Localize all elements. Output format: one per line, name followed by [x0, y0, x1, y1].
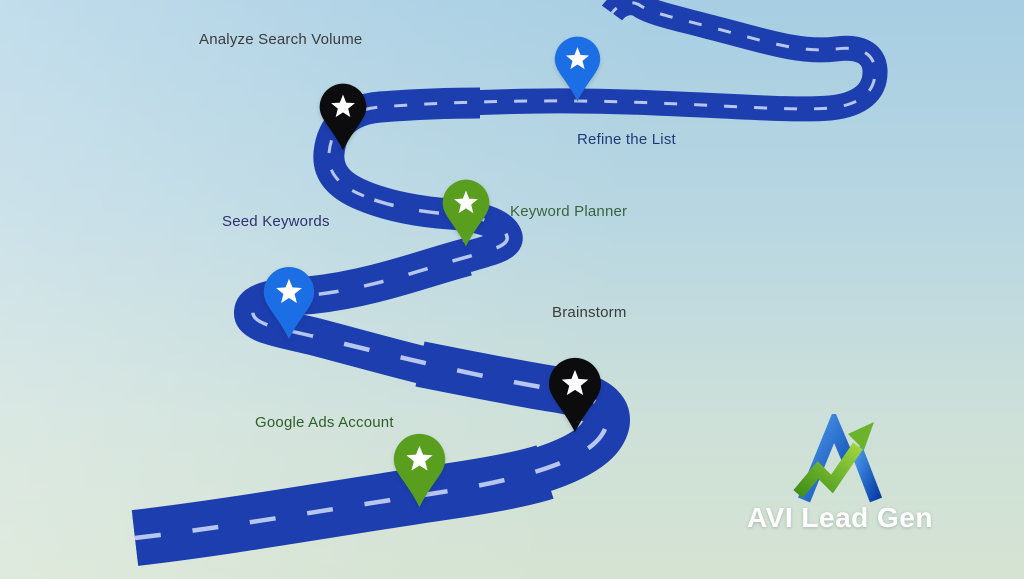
avi-lead-gen-logo-icon [793, 414, 883, 503]
step-label-brainstorm: Brainstorm [552, 304, 627, 321]
logo: AVI Lead Gen [740, 412, 940, 537]
pin-brainstorm [547, 356, 603, 434]
star-icon [554, 36, 601, 102]
step-label-google-ads-account: Google Ads Account [255, 414, 394, 431]
step-label-analyze-search-volume: Analyze Search Volume [199, 31, 363, 48]
pin-analyze-search-volume [318, 82, 368, 152]
star-icon [393, 433, 446, 508]
pin-seed-keywords [262, 265, 316, 341]
step-label-keyword-planner: Keyword Planner [510, 203, 628, 220]
star-icon [442, 179, 490, 247]
step-label-refine-the-list: Refine the List [577, 131, 676, 148]
road-dash-line [134, 1, 877, 541]
star-icon [319, 83, 367, 151]
logo-text: AVI Lead Gen [747, 502, 933, 533]
pin-keyword-planner [441, 178, 491, 248]
star-icon [549, 357, 601, 433]
pin-google-ads-account [392, 432, 447, 509]
star-icon [263, 267, 315, 339]
step-label-seed-keywords: Seed Keywords [222, 213, 330, 230]
pin-refine-the-list [553, 35, 602, 103]
